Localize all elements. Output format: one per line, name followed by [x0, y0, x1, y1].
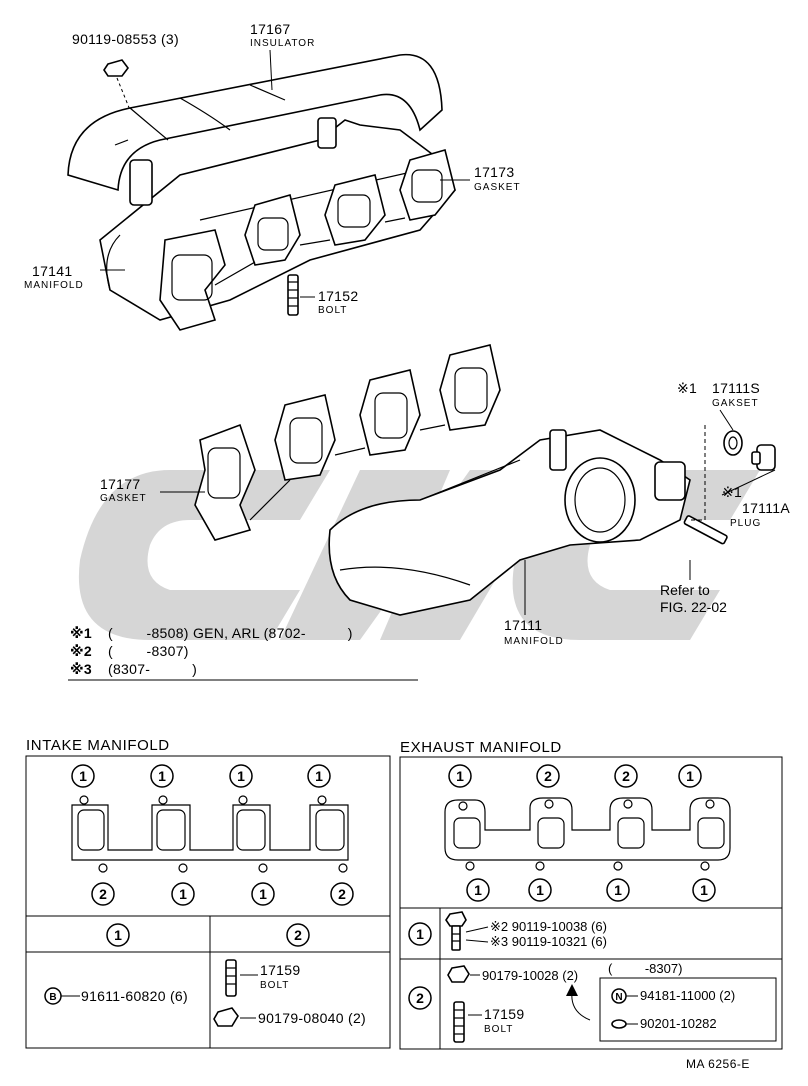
intake-manifold-name: MANIFOLD — [24, 280, 84, 291]
plug-name: PLUG — [730, 518, 761, 529]
intake-col2-part2: 90179-08040 (2) — [258, 1010, 366, 1026]
intake-bottom-circle-1: 2 — [99, 886, 107, 902]
intake-badge-b: B — [49, 992, 56, 1003]
washer-icon — [611, 1019, 627, 1029]
intake-nut-icon — [213, 1007, 239, 1027]
plug-mark: ※1 — [722, 484, 742, 500]
exhaust-bottom-circle-4: 1 — [700, 882, 708, 898]
exhaust-gasket-mid — [194, 344, 501, 541]
notes-block: ※1 ( -8508) GEN, ARL (8702- ) ※2 ( -8307… — [68, 625, 418, 681]
exhaust-manifold-number: 17111 — [504, 617, 542, 633]
note-3-text: (8307- ) — [108, 661, 197, 677]
exhaust-row2-part1: 90179-10028 (2) — [482, 968, 578, 983]
leader-lines-top — [100, 49, 470, 298]
refer-line-1[interactable]: Refer to — [660, 582, 710, 598]
exhaust-top-circle-1: 1 — [456, 768, 464, 784]
intake-top-circle-3: 1 — [237, 768, 245, 784]
exhaust-panel-gasket — [444, 797, 731, 871]
intake-bottom-circle-3: 1 — [259, 886, 267, 902]
intake-bottom-circles: 2 1 1 2 — [91, 882, 354, 906]
exhaust-box-part2: 90201-10282 — [640, 1016, 717, 1031]
plug-part — [751, 444, 776, 471]
exhaust-bottom-circle-1: 1 — [474, 882, 482, 898]
intake-panel-gasket — [71, 795, 349, 873]
leader-lines-middle — [160, 409, 776, 615]
exhaust-top-circles: 1 2 2 1 — [448, 764, 702, 788]
note-1-text: ( -8508) GEN, ARL (8702- ) — [108, 625, 353, 641]
intake-col2-header: 2 — [294, 927, 302, 943]
note-2-mark: ※2 — [70, 643, 92, 659]
intake-top-circles: 1 1 1 1 — [71, 764, 331, 788]
exhaust-row1-line2: ※3 90119-10321 (6) — [490, 934, 607, 949]
figure-code: MA 6256-E — [686, 1057, 750, 1071]
intake-col1-header: 1 — [114, 927, 122, 943]
exhaust-bottom-circles: 1 1 1 1 — [466, 878, 716, 902]
gasket-ex-s-number: 17111S — [712, 380, 760, 396]
exhaust-panel — [399, 756, 783, 1050]
stud-number: 17152 — [318, 288, 358, 304]
exhaust-row1-circle: 1 — [416, 926, 424, 942]
intake-manifold-number: 17141 — [32, 263, 72, 279]
exhaust-bottom-circle-2: 1 — [536, 882, 544, 898]
exhaust-manifold-name: MANIFOLD — [504, 636, 564, 647]
exhaust-nut-icon — [447, 965, 470, 983]
exhaust-bolt-icon — [445, 911, 467, 951]
intake-top-circle-2: 1 — [158, 768, 166, 784]
intake-panel-title: INTAKE MANIFOLD — [26, 737, 170, 754]
stud-bolt-part — [287, 274, 299, 316]
dashed-guide — [690, 425, 706, 521]
intake-top-circle-4: 1 — [315, 768, 323, 784]
gasket-top-name: GASKET — [474, 182, 521, 193]
intake-col1-part: 91611-60820 (6) — [81, 988, 188, 1004]
intake-gasket-top — [159, 149, 456, 331]
exhaust-panel-title: EXHAUST MANIFOLD — [400, 739, 562, 756]
exhaust-row1-line1: ※2 90119-10038 (6) — [490, 919, 607, 934]
exhaust-sub-box — [599, 977, 777, 1042]
exhaust-small-gasket-part — [723, 430, 743, 456]
exhaust-box-part1: 94181-11000 (2) — [640, 988, 735, 1003]
gasket-top-number: 17173 — [474, 164, 514, 180]
exhaust-badge-n: N — [615, 992, 622, 1003]
gasket-ex-s-mark: ※1 — [677, 380, 697, 396]
exhaust-top-circle-2: 2 — [544, 768, 552, 784]
exhaust-row2-circle: 2 — [416, 990, 424, 1006]
refer-line-2[interactable]: FIG. 22-02 — [660, 599, 727, 615]
bolt-top-label: 90119-08553 (3) — [72, 31, 179, 47]
exhaust-manifold-part — [328, 429, 691, 616]
insulator-name: INSULATOR — [250, 38, 315, 49]
exhaust-bottom-circle-3: 1 — [614, 882, 622, 898]
insulator-number: 17167 — [250, 21, 290, 37]
intake-stud-icon — [225, 959, 237, 997]
intake-top-circle-1: 1 — [79, 768, 87, 784]
exhaust-stud-icon — [453, 1001, 465, 1043]
exhaust-top-circle-3: 2 — [622, 768, 630, 784]
gasket-ex-s-name: GAKSET — [712, 398, 759, 409]
intake-col2-part1-number: 17159 — [260, 962, 300, 978]
intake-panel — [25, 755, 391, 1049]
stud-exhaust-part — [683, 515, 728, 545]
exhaust-top-circle-4: 1 — [686, 768, 694, 784]
stud-name: BOLT — [318, 305, 347, 316]
exhaust-row2-part2-number: 17159 — [484, 1006, 524, 1022]
gasket-mid-name: GASKET — [100, 493, 147, 504]
intake-bottom-circle-2: 1 — [179, 886, 187, 902]
insulator-part — [67, 53, 443, 192]
note-1-mark: ※1 — [70, 625, 92, 641]
intake-col2-part1-name: BOLT — [260, 980, 289, 991]
gasket-mid-number: 17177 — [100, 476, 140, 492]
arrow-icon — [571, 991, 591, 1021]
plug-number: 17111A — [742, 500, 790, 516]
note-3-mark: ※3 — [70, 661, 92, 677]
exhaust-row2-part2-name: BOLT — [484, 1024, 513, 1035]
arrow-head-icon — [566, 984, 578, 996]
note-2-text: ( -8307) — [108, 643, 189, 659]
exhaust-box-header: ( -8307) — [608, 961, 682, 976]
intake-bottom-circle-4: 2 — [338, 886, 346, 902]
bolt-top-part — [103, 59, 131, 111]
